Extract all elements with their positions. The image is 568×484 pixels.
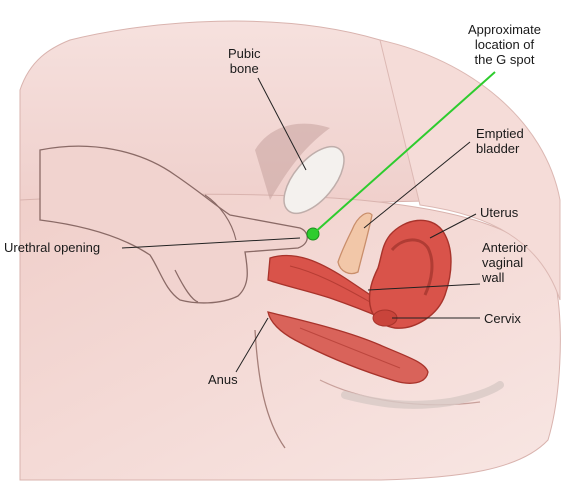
- anus-label: Anus: [208, 372, 238, 387]
- anterior-vaginal-wall-label: Anterior vaginal wall: [482, 240, 528, 285]
- cervix-label: Cervix: [484, 311, 521, 326]
- urethral-opening-label: Urethral opening: [4, 240, 100, 255]
- emptied-bladder-label: Emptied bladder: [476, 126, 524, 156]
- g-spot-label: Approximate location of the G spot: [468, 22, 541, 67]
- uterus-label: Uterus: [480, 205, 518, 220]
- pubic-bone-label: Pubic bone: [228, 46, 261, 76]
